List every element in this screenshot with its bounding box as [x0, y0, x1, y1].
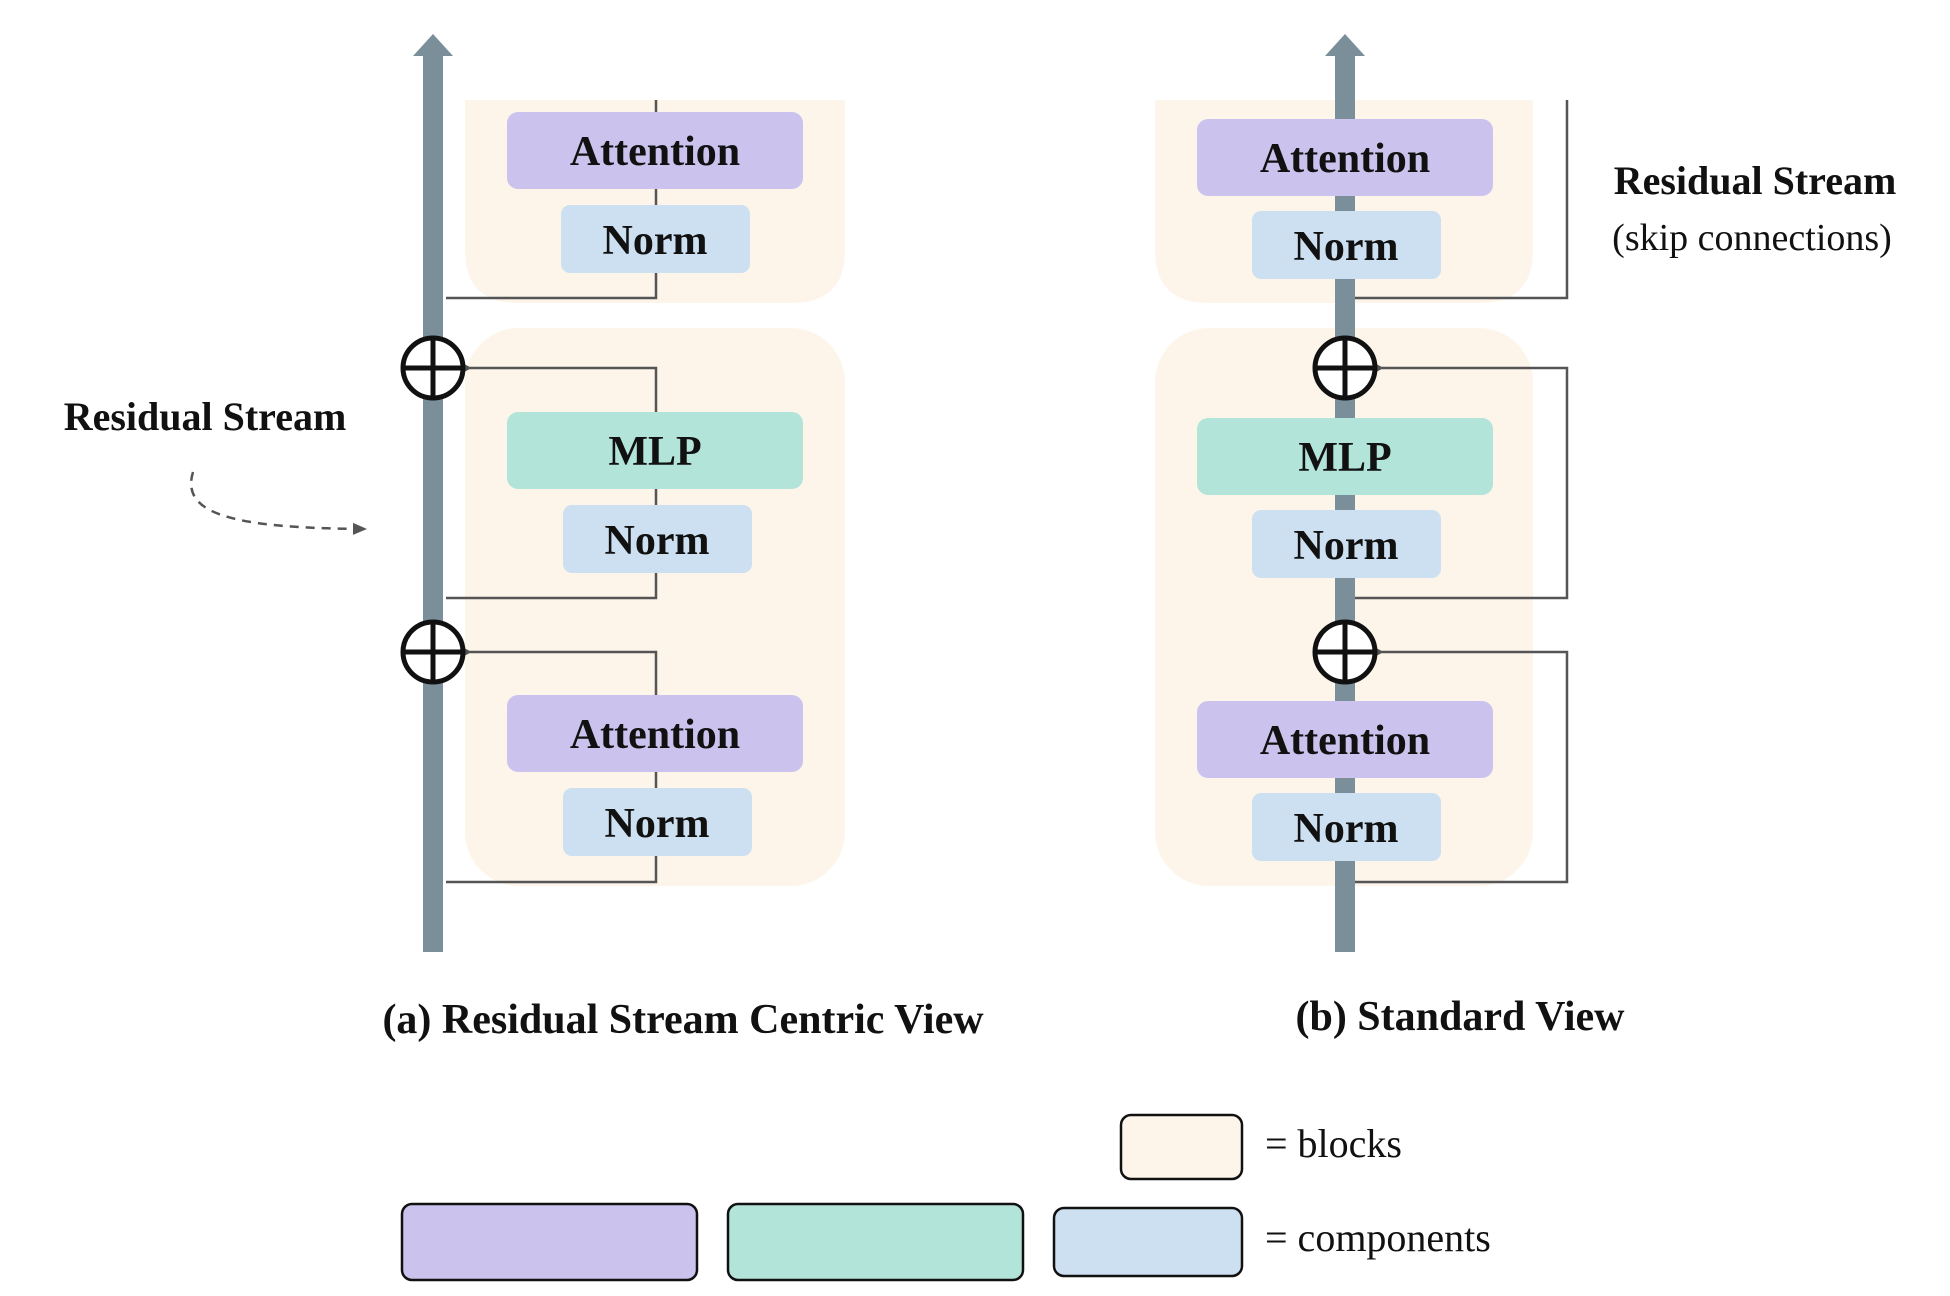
legend-block-swatch: [1119, 1113, 1244, 1181]
norm-box-b-bottom: [1252, 793, 1441, 861]
panel-b: Attention Norm MLP Norm Attention Norm R…: [1155, 34, 1896, 1040]
attention-label-b-bottom: Attention: [1260, 718, 1430, 764]
norm-box-a-top: [561, 205, 750, 273]
attention-label-a-bottom: Attention: [570, 712, 740, 758]
norm-label-a-top: Norm: [603, 218, 708, 264]
legend: = blocks = components: [400, 1113, 1491, 1282]
add-symbol-b-upper: [1312, 335, 1378, 401]
norm-label-b-bottom: Norm: [1294, 806, 1399, 852]
norm-label-a-mid: Norm: [605, 518, 710, 564]
panel-a: Attention Norm MLP Norm Attention Norm R…: [64, 34, 984, 1043]
stream-arrowhead-a: [413, 34, 453, 56]
attention-box-a-bottom: [507, 695, 803, 772]
attention-box-b-bottom: [1197, 701, 1493, 778]
mlp-box-a: [507, 412, 803, 489]
legend-mlp-swatch: [726, 1202, 1025, 1282]
attention-label-b-top: Attention: [1260, 136, 1430, 182]
mlp-label-a: MLP: [608, 429, 701, 475]
mlp-label-b: MLP: [1298, 435, 1391, 481]
add-symbol-b-lower: [1312, 619, 1378, 685]
caption-b: (b) Standard View: [1295, 994, 1625, 1040]
mlp-box-b: [1197, 418, 1493, 495]
residual-stream-label-b: Residual Stream: [1614, 158, 1897, 203]
dashed-arrow-icon: [190, 471, 367, 535]
norm-label-b-mid: Norm: [1294, 523, 1399, 569]
residual-stream-a: [423, 52, 443, 952]
legend-norm-swatch: [1052, 1206, 1244, 1278]
add-symbol-a-lower: [400, 619, 466, 685]
residual-stream-label-a: Residual Stream: [64, 394, 347, 439]
norm-box-b-mid: [1252, 510, 1441, 578]
norm-box-b-top: [1252, 211, 1441, 279]
attention-label-a-top: Attention: [570, 129, 740, 175]
skip-connections-label-b: (skip connections): [1612, 217, 1892, 259]
norm-box-a-mid: [563, 505, 752, 573]
norm-label-a-bottom: Norm: [605, 801, 710, 847]
stream-arrowhead-b: [1325, 34, 1365, 56]
add-symbol-a-upper: [400, 335, 466, 401]
attention-box-b-top: [1197, 119, 1493, 196]
norm-box-a-bottom: [563, 788, 752, 856]
attention-box-a-top: [507, 112, 803, 189]
skip-connections-b: [1354, 100, 1569, 884]
legend-blocks-label: = blocks: [1265, 1121, 1402, 1166]
legend-components-label: = components: [1265, 1215, 1491, 1260]
legend-attention-swatch: [400, 1202, 699, 1282]
caption-a: (a) Residual Stream Centric View: [382, 997, 984, 1043]
norm-label-b-top: Norm: [1294, 224, 1399, 270]
